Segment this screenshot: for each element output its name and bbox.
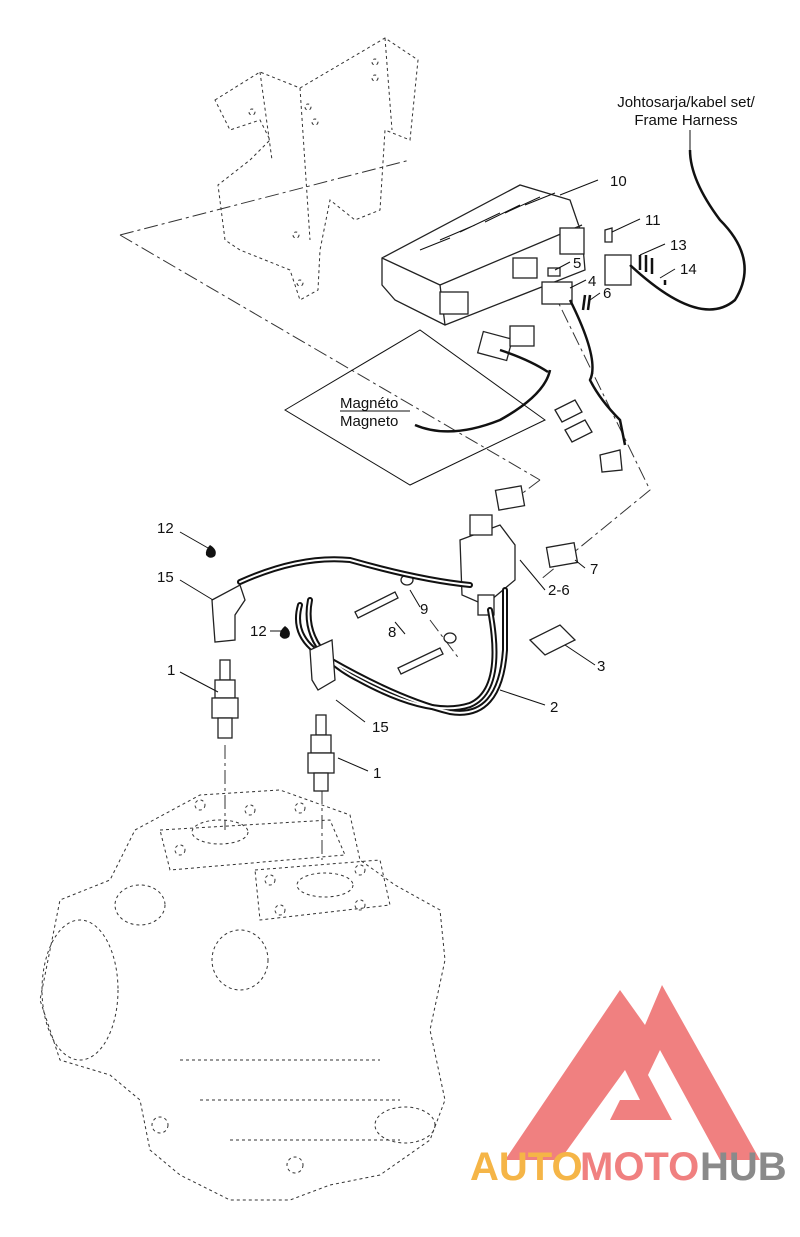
ignition-coil	[459, 485, 579, 616]
callout-10: 10	[610, 173, 627, 190]
ht-cables	[237, 556, 508, 716]
callout-12-top: 12	[157, 520, 174, 537]
harness-connectors	[541, 149, 746, 473]
callout-leaders	[179, 130, 691, 772]
callout-1-left: 1	[167, 662, 175, 679]
callout-4: 4	[588, 273, 596, 290]
spark-plugs	[211, 659, 335, 792]
logo-triangle-icon	[505, 985, 760, 1160]
mounting-bracket	[214, 37, 419, 301]
grease-drops	[205, 545, 290, 639]
logo-word-moto: MOTO	[580, 1145, 699, 1189]
engine-block	[39, 789, 446, 1201]
callout-11: 11	[645, 212, 661, 229]
callout-3: 3	[597, 658, 605, 675]
bolts-and-washers	[354, 574, 457, 675]
callout-7: 7	[590, 561, 598, 578]
cable-clip	[528, 624, 577, 656]
callout-13: 13	[670, 237, 687, 254]
callout-numbers: 10 11 13 14 5 4 6 7 2-6 2 3 9 8 12 12 15…	[157, 173, 697, 782]
harness-label-line2: Frame Harness	[634, 112, 737, 129]
callout-8: 8	[388, 624, 396, 641]
magneto-connection-box	[284, 325, 552, 486]
magneto-label-line2: Magneto	[340, 413, 398, 430]
callout-2: 2	[550, 699, 558, 716]
callout-12-bottom: 12	[250, 623, 267, 640]
plug-caps	[211, 584, 336, 691]
watermark-logo: AUTO MOTO HUB	[470, 985, 787, 1189]
callout-15-right: 15	[372, 719, 389, 736]
logo-word-auto: AUTO	[470, 1145, 583, 1189]
callout-14: 14	[680, 261, 697, 278]
callout-9: 9	[420, 601, 428, 618]
magneto-label-line1: Magnéto	[340, 395, 398, 412]
ecu-module	[381, 184, 586, 326]
callout-15-left: 15	[157, 569, 174, 586]
callout-5: 5	[573, 255, 581, 272]
callout-2-6: 2-6	[548, 582, 570, 599]
callout-6: 6	[603, 285, 611, 302]
harness-label-line1: Johtosarja/kabel set/	[617, 94, 755, 111]
logo-word-hub: HUB	[700, 1145, 787, 1189]
harness-label: Johtosarja/kabel set/ Frame Harness	[617, 94, 755, 129]
callout-1-right: 1	[373, 765, 381, 782]
magneto-label: Magnéto Magneto	[340, 395, 410, 430]
